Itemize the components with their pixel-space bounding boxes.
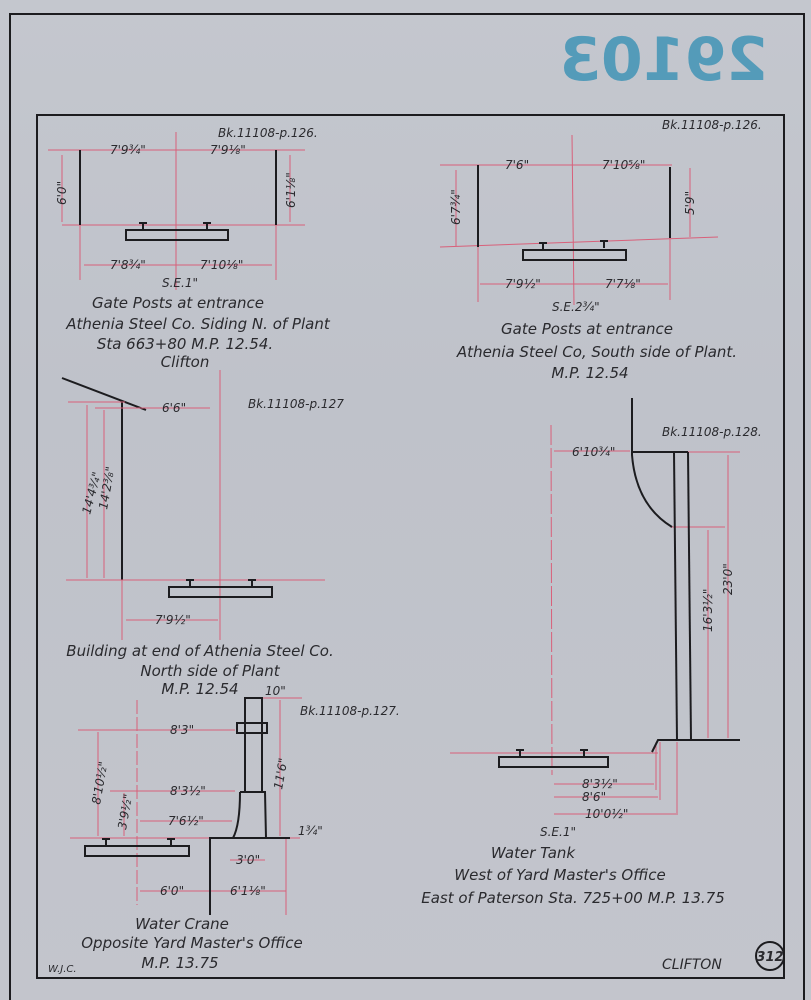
drafter-initials: W.J.C. bbox=[48, 964, 77, 975]
sheet-number: 312 bbox=[756, 950, 783, 965]
title-block: W.J.C. CLIFTON 312 bbox=[48, 941, 785, 975]
book-ref: Bk.11108-p.127. bbox=[300, 704, 400, 718]
dimension-label: 8'3½" bbox=[170, 784, 206, 798]
dimension-label: 8'10½" bbox=[89, 760, 110, 805]
book-ref: Bk.11108-p.127 bbox=[248, 397, 344, 411]
book-ref: Bk.11108-p.128. bbox=[662, 425, 762, 439]
dimension-label: 3'9½" bbox=[115, 793, 135, 831]
stamp-text: 29103 bbox=[559, 25, 768, 95]
dimension-label: 7'8¾" bbox=[110, 258, 146, 272]
dimension-label: 6'0" bbox=[160, 884, 184, 898]
dimension-label: 7'10⅛" bbox=[200, 258, 243, 272]
dimension-label: 16'3½" bbox=[701, 589, 715, 632]
drawing-subtitle: Sta 663+80 M.P. 12.54. bbox=[97, 335, 273, 353]
drawing-subtitle: West of Yard Master's Office bbox=[454, 866, 665, 884]
inner-border bbox=[36, 114, 785, 979]
dimension-label: 8'3½" bbox=[582, 777, 618, 791]
drawing-building: Bk.11108-p.127 6'6" 14'4¾" 14'2⅜" 7'9½" … bbox=[61, 370, 344, 698]
dimension-label: 6'1⅛" bbox=[230, 884, 266, 898]
drawing-water-crane: Bk.11108-p.127. 10" 8'3" 8'10½" 8'3½" 3'… bbox=[70, 684, 400, 972]
dimension-label: 10'0½" bbox=[585, 807, 628, 821]
location-label: CLIFTON bbox=[662, 957, 722, 973]
crane-pit bbox=[209, 837, 290, 915]
dimension-label: 7'6½" bbox=[168, 814, 204, 828]
dimension-label: 3'0" bbox=[236, 853, 260, 867]
drawing-subtitle: Athenia Steel Co. Siding N. of Plant bbox=[65, 315, 331, 333]
drawing-title: Gate Posts at entrance bbox=[92, 294, 264, 312]
outer-border bbox=[9, 13, 805, 1000]
drawing-subtitle: M.P. 13.75 bbox=[141, 954, 218, 972]
crane-base bbox=[232, 791, 267, 839]
drawing-subtitle: M.P. 12.54 bbox=[161, 680, 238, 698]
drawing-subtitle: Opposite Yard Master's Office bbox=[81, 934, 303, 952]
dimension-label: 7'10⅝" bbox=[602, 158, 645, 172]
book-ref: Bk.11108-p.126. bbox=[662, 118, 762, 132]
dimension-label: 6'7¾" bbox=[449, 189, 463, 225]
drawing-water-tank: Bk.11108-p.128. 6'10¾" 16'3½" 23'0" 8'3½… bbox=[421, 398, 762, 907]
dimension-label: 7'9½" bbox=[505, 277, 541, 291]
track-tie bbox=[125, 229, 229, 241]
dimension-label: 7'7⅛" bbox=[605, 277, 641, 291]
dimension-label: 10" bbox=[265, 684, 286, 698]
dimension-label: 6'6" bbox=[162, 401, 186, 415]
dimension-label: 8'6" bbox=[582, 790, 606, 804]
dimension-label: 14'2⅜" bbox=[96, 465, 117, 510]
sheet-number-circle bbox=[755, 941, 785, 971]
dimension-label: 6'1⅛" bbox=[284, 172, 298, 208]
drawing-title: Building at end of Athenia Steel Co. bbox=[66, 642, 333, 660]
drawing-subtitle: Athenia Steel Co, South side of Plant. bbox=[456, 343, 737, 361]
tank-leg bbox=[673, 451, 678, 741]
superelevation-note: S.E.1" bbox=[162, 276, 198, 290]
drawing-gate-posts-south: Bk.11108-p.126. 7'6" 7'10⅝" 6'7¾" 5'9" 7… bbox=[439, 118, 762, 382]
dimension-label: 7'9½" bbox=[155, 613, 191, 627]
dimension-label: 5'9" bbox=[683, 191, 697, 215]
tank-spout bbox=[631, 398, 673, 528]
superelevation-note: S.E.2¾" bbox=[552, 300, 600, 314]
dimension-label: 1¾" bbox=[298, 824, 323, 838]
drawing-title: Water Tank bbox=[491, 844, 577, 862]
superelevation-note: S.E.1" bbox=[540, 825, 576, 839]
dimension-label: 7'9⅛" bbox=[210, 143, 246, 157]
dimension-label: 6'0" bbox=[55, 181, 69, 205]
dimension-label: 7'9¾" bbox=[110, 143, 146, 157]
tank-leg bbox=[687, 451, 692, 741]
dimension-label: 8'3" bbox=[170, 723, 194, 737]
dimension-label: 11'6" bbox=[271, 757, 290, 791]
ink-stamp: 29103 bbox=[559, 25, 768, 95]
crane-column bbox=[244, 697, 263, 793]
drawing-title: Gate Posts at entrance bbox=[501, 320, 673, 338]
drawing-subtitle: North side of Plant bbox=[140, 662, 280, 680]
drawing-subtitle: Clifton bbox=[161, 353, 210, 371]
crane-collar bbox=[236, 722, 268, 734]
drawing-title: Water Crane bbox=[135, 915, 229, 933]
dimension-label: 23'0" bbox=[721, 563, 735, 595]
drawing-subtitle: M.P. 12.54 bbox=[551, 364, 628, 382]
book-ref: Bk.11108-p.126. bbox=[218, 126, 318, 140]
dimension-label: 7'6" bbox=[505, 158, 529, 172]
dimension-label: 6'10¾" bbox=[572, 445, 615, 459]
drawing-gate-posts-north: Bk.11108-p.126. 7'9¾" 7'9⅛" 6'0" 6'1⅛" 7… bbox=[48, 126, 331, 371]
drawing-subtitle: East of Paterson Sta. 725+00 M.P. 13.75 bbox=[421, 889, 725, 907]
